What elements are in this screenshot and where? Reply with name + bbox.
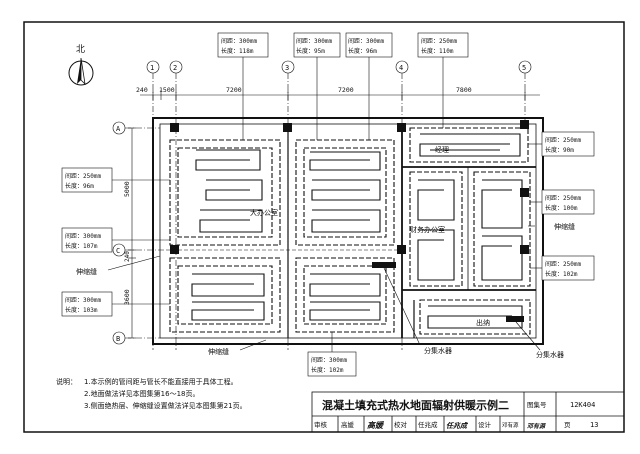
room-manager: 经理 xyxy=(435,145,449,154)
grid-row-a: A xyxy=(116,125,121,133)
grid-col-2: 2 xyxy=(173,64,177,72)
callout-joint-left: 伸缩缝 xyxy=(76,267,97,276)
loop-bottom-1-spacing: 间距：300mm xyxy=(311,356,347,364)
sheet-title: 混凝土填充式热水地面辐射供暖示例二 xyxy=(322,398,509,412)
loop-left-3-length: 长度：103m xyxy=(65,306,98,314)
dim-7200-b: 7200 xyxy=(338,86,354,94)
loop-left-3-spacing: 间距：300mm xyxy=(65,296,101,304)
dim-240: 240 xyxy=(136,86,148,94)
loop-top-4-spacing: 间距：250mm xyxy=(421,37,457,45)
north-label: 北 xyxy=(76,44,85,55)
loop-left-1-length: 长度：96m xyxy=(65,182,94,190)
reviewer-name: 高媛 xyxy=(341,420,355,429)
grid-rows xyxy=(112,121,160,345)
checker-name: 任兆成 xyxy=(418,420,438,429)
checker-signature: 任兆成 xyxy=(446,421,469,430)
review-label: 审核 xyxy=(314,420,328,429)
callout-manifold-right: 分集水器 xyxy=(536,350,564,359)
design-label: 设计 xyxy=(478,420,492,429)
loop-right-2-spacing: 间距：250mm xyxy=(545,194,581,202)
heating-pipe-loops xyxy=(169,127,531,335)
loop-right-2-length: 长度：100m xyxy=(545,204,578,212)
dim-240-left: 240 xyxy=(124,251,131,262)
building-walls xyxy=(152,117,544,345)
designer-name: 邓有源 xyxy=(502,421,519,429)
designer-signature: 邓有源 xyxy=(527,422,547,430)
structural-columns xyxy=(170,120,529,254)
reviewer-signature: 高媛 xyxy=(367,421,385,430)
loop-right-1-spacing: 间距：250mm xyxy=(545,136,581,144)
check-label: 校对 xyxy=(394,420,408,429)
top-dimension-line xyxy=(140,90,540,100)
callout-manifold-center: 分集水器 xyxy=(424,346,452,355)
grid-col-3: 3 xyxy=(285,64,289,72)
title-block xyxy=(311,391,625,433)
dim-1500: 1500 xyxy=(159,86,175,94)
loop-left-2-spacing: 间距：300mm xyxy=(65,232,101,240)
room-office-large: 大办公室 xyxy=(250,208,278,217)
note-3: 3.侧面绝热层、伸缩缝设置做法详见本图集第21页。 xyxy=(84,401,247,410)
note-2: 2.地面做法详见本图集第16～18页。 xyxy=(84,389,200,398)
grid-row-b: B xyxy=(116,335,120,343)
loop-top-2-spacing: 间距：300mm xyxy=(296,37,332,45)
loop-left-2-length: 长度：107m xyxy=(65,242,98,250)
page-number: 13 xyxy=(590,421,598,429)
notes-heading: 说明： xyxy=(56,377,77,386)
dim-3600: 3600 xyxy=(123,289,131,305)
dim-7800: 7800 xyxy=(456,86,472,94)
loop-top-1-length: 长度：118m xyxy=(221,47,254,55)
page-label: 页 xyxy=(564,421,571,429)
loop-leader-lines xyxy=(112,57,542,352)
room-finance: 财务办公室 xyxy=(410,225,445,234)
grid-col-4: 4 xyxy=(399,64,403,72)
north-arrow-icon xyxy=(68,57,94,86)
callout-joint-bottom: 伸缩缝 xyxy=(208,347,229,356)
grid-columns xyxy=(146,60,532,350)
loop-label-boxes xyxy=(61,32,595,377)
dim-7200-a: 7200 xyxy=(226,86,242,94)
callout-leaders xyxy=(107,225,541,351)
loop-bottom-1-length: 长度：102m xyxy=(311,366,344,374)
loop-left-1-spacing: 间距：250mm xyxy=(65,172,101,180)
dim-5000: 5000 xyxy=(123,181,131,197)
manifold-icon xyxy=(372,262,524,322)
grid-col-5: 5 xyxy=(522,64,526,72)
loop-top-3-length: 长度：96m xyxy=(348,47,377,55)
loop-right-1-length: 长度：90m xyxy=(545,146,574,154)
callout-joint-right: 伸缩缝 xyxy=(554,222,575,231)
loop-top-1-spacing: 间距：300mm xyxy=(221,37,257,45)
loop-top-2-length: 长度：95m xyxy=(296,47,325,55)
loop-right-3-spacing: 间距：250mm xyxy=(545,260,581,268)
grid-col-1: 1 xyxy=(150,64,154,72)
loop-right-3-length: 长度：102m xyxy=(545,270,578,278)
room-cashier: 出纳 xyxy=(476,318,490,327)
note-1: 1.本示例的管间距与管长不能直接用于具体工程。 xyxy=(84,377,238,386)
loop-top-4-length: 长度：110m xyxy=(421,47,454,55)
atlas-no: 12K404 xyxy=(570,401,595,409)
atlas-no-label: 图集号 xyxy=(527,400,547,409)
loop-top-3-spacing: 间距：300mm xyxy=(348,37,384,45)
grid-row-c: C xyxy=(116,247,120,255)
